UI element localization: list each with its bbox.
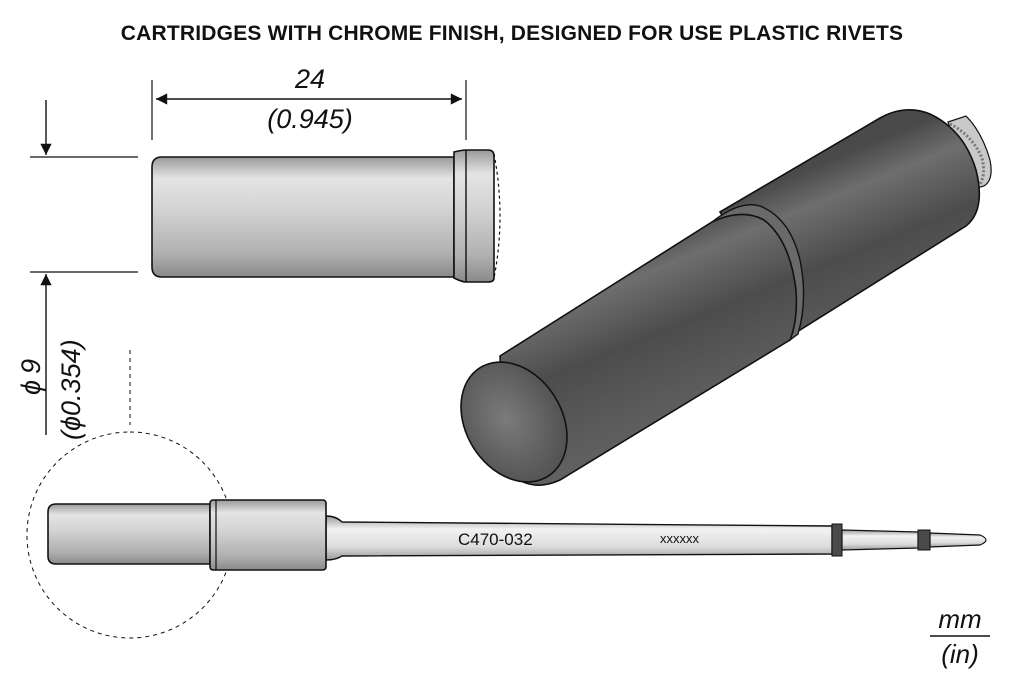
shaft-marking: xxxxxx	[660, 531, 700, 546]
unit-metric: mm	[938, 604, 981, 634]
length-imperial: (0.945)	[267, 104, 353, 134]
side-view	[30, 80, 501, 283]
diameter-dimension: ϕ9 (ϕ0.354)	[16, 100, 86, 440]
diameter-symbol: ϕ	[16, 380, 46, 395]
assembly-view: C470-032 xxxxxx	[26, 350, 987, 639]
length-dimension: 24 (0.945)	[156, 64, 462, 134]
isometric-view	[460, 109, 992, 486]
length-value: 24	[294, 64, 325, 94]
drawing-title: CARTRIDGES WITH CHROME FINISH, DESIGNED …	[120, 22, 904, 45]
unit-imperial: (in)	[941, 639, 979, 669]
cartridge-code: C470-032	[458, 530, 533, 549]
diameter-imperial: (ϕ0.354)	[56, 339, 86, 440]
units-legend: mm (in)	[930, 604, 990, 669]
diameter-label: ϕ9	[16, 359, 46, 395]
diameter-value: 9	[16, 359, 46, 374]
